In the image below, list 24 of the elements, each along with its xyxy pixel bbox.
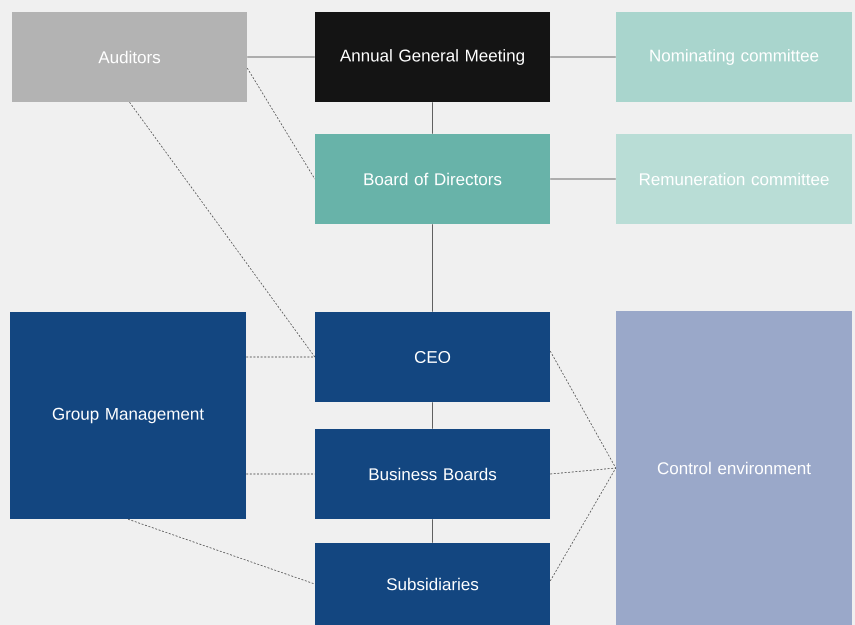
process-box: Auditors [12, 12, 247, 102]
dashed-connector [550, 468, 616, 582]
process-box: Control environment [616, 311, 852, 625]
connector-line [550, 178, 616, 180]
process-box: Annual General Meeting [315, 12, 550, 102]
process-box: Business Boards [315, 429, 550, 519]
dashed-connector [246, 68, 316, 180]
process-box: CEO [315, 312, 550, 402]
process-box: Nominating committee [616, 12, 852, 102]
dashed-connector [246, 356, 316, 358]
dashed-connector [550, 350, 616, 468]
dashed-connector [550, 468, 616, 474]
process-box: Board of Directors [315, 134, 550, 224]
connector-line [432, 102, 433, 134]
connector-line [550, 56, 616, 58]
process-box: Remuneration committee [616, 134, 852, 224]
process-box: Group Management [10, 312, 246, 519]
connector-line [432, 402, 433, 430]
connector-line [432, 518, 433, 544]
dashed-connector [128, 518, 316, 584]
connector-line [246, 56, 316, 58]
dashed-connector [129, 102, 316, 358]
process-box: Subsidiaries [315, 543, 550, 625]
connector-line [432, 224, 433, 312]
